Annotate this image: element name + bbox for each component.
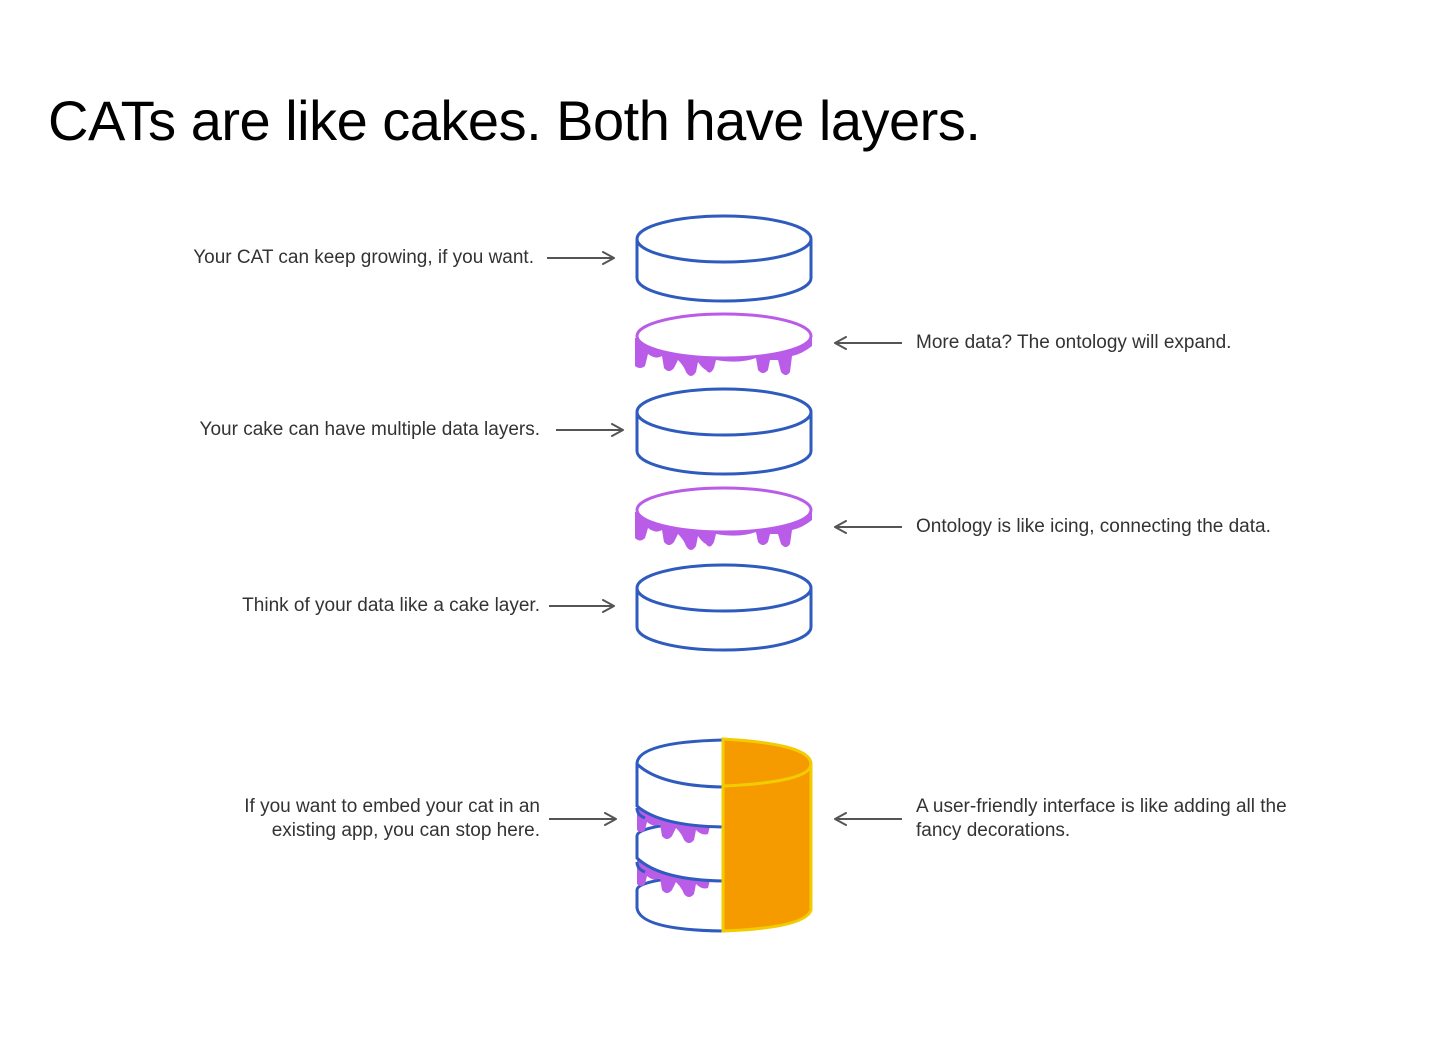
icing-layer-upper (635, 312, 813, 376)
label-data-cake-layer: Think of your data like a cake layer. (242, 595, 540, 616)
label-interface: A user-friendly interface is like adding… (916, 795, 1287, 843)
cake-layer-middle (635, 387, 813, 476)
label-cat-growing: Your CAT can keep growing, if you want. (193, 247, 534, 268)
label-interface-line2: fancy decorations. (916, 820, 1071, 841)
label-multiple-layers: Your cake can have multiple data layers. (199, 419, 540, 440)
label-embed-line1: If you want to embed your cat in an (244, 796, 540, 817)
assembled-cake-decoration (721, 737, 813, 933)
page-title: CATs are like cakes. Both have layers. (48, 89, 981, 152)
cake-layer-top (635, 214, 813, 303)
assembled-cake-left-half (635, 738, 725, 933)
label-embed-line2: existing app, you can stop here. (271, 820, 540, 841)
label-ontology-icing: Ontology is like icing, connecting the d… (916, 516, 1271, 537)
label-interface-line1: A user-friendly interface is like adding… (916, 796, 1287, 817)
assembled-cake (635, 737, 813, 933)
arrows (547, 251, 902, 826)
cake-layer-bottom (635, 563, 813, 652)
icing-layer-lower (635, 486, 813, 550)
label-more-data: More data? The ontology will expand. (916, 332, 1232, 353)
label-embed: If you want to embed your cat in an exis… (244, 795, 540, 843)
